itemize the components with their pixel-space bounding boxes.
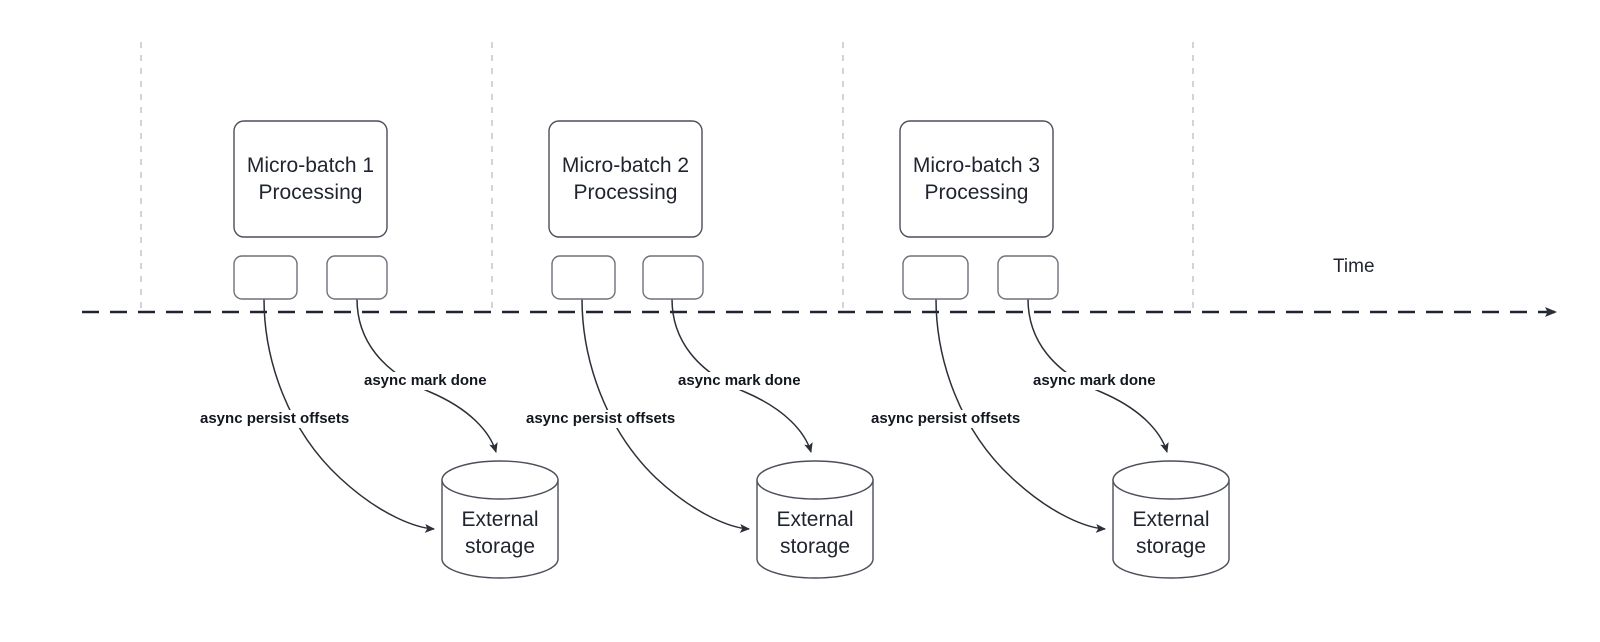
mb2-task-a-box[interactable]: [551, 255, 616, 300]
mb1-external-storage-cylinder[interactable]: [441, 460, 559, 579]
micro-batch-2-process-box[interactable]: [548, 120, 703, 238]
mb1-persist-offsets-label: async persist offsets: [198, 410, 352, 428]
mb2-persist-offsets-label: async persist offsets: [524, 410, 678, 428]
shapes-micro-batch-2: [548, 120, 874, 579]
mb1-task-a-box[interactable]: [233, 255, 298, 300]
mb3-mark-done-label: async mark done: [1031, 372, 1158, 390]
edge-mb2-persist-offsets: [581, 298, 750, 533]
edge-mb3-persist-offsets: [935, 298, 1106, 533]
edge-mb1-persist-offsets: [263, 298, 435, 533]
edges-micro-batch-1: [263, 298, 498, 533]
timeline-separators: [140, 42, 1194, 313]
edges-micro-batch-2: [581, 298, 813, 533]
edges-micro-batch-3: [935, 298, 1169, 533]
micro-batch-3-process-box[interactable]: [899, 120, 1054, 238]
edge-mb1-mark-done: [356, 298, 498, 453]
mb2-mark-done-label: async mark done: [676, 372, 803, 390]
mb1-task-b-box[interactable]: [326, 255, 388, 300]
mb1-mark-done-label: async mark done: [362, 372, 489, 390]
edge-mb2-mark-done: [671, 298, 813, 453]
mb3-external-storage-cylinder[interactable]: [1112, 460, 1230, 579]
micro-batch-1-process-box[interactable]: [233, 120, 388, 238]
mb3-task-b-box[interactable]: [997, 255, 1059, 300]
mb3-persist-offsets-label: async persist offsets: [869, 410, 1023, 428]
mb3-task-a-box[interactable]: [902, 255, 969, 300]
edge-mb3-mark-done: [1027, 298, 1169, 453]
mb2-external-storage-cylinder[interactable]: [756, 460, 874, 579]
shapes-micro-batch-3: [899, 120, 1230, 579]
mb2-task-b-box[interactable]: [642, 255, 704, 300]
shapes-micro-batch-1: [233, 120, 559, 579]
time-axis-label: Time: [1333, 256, 1375, 277]
